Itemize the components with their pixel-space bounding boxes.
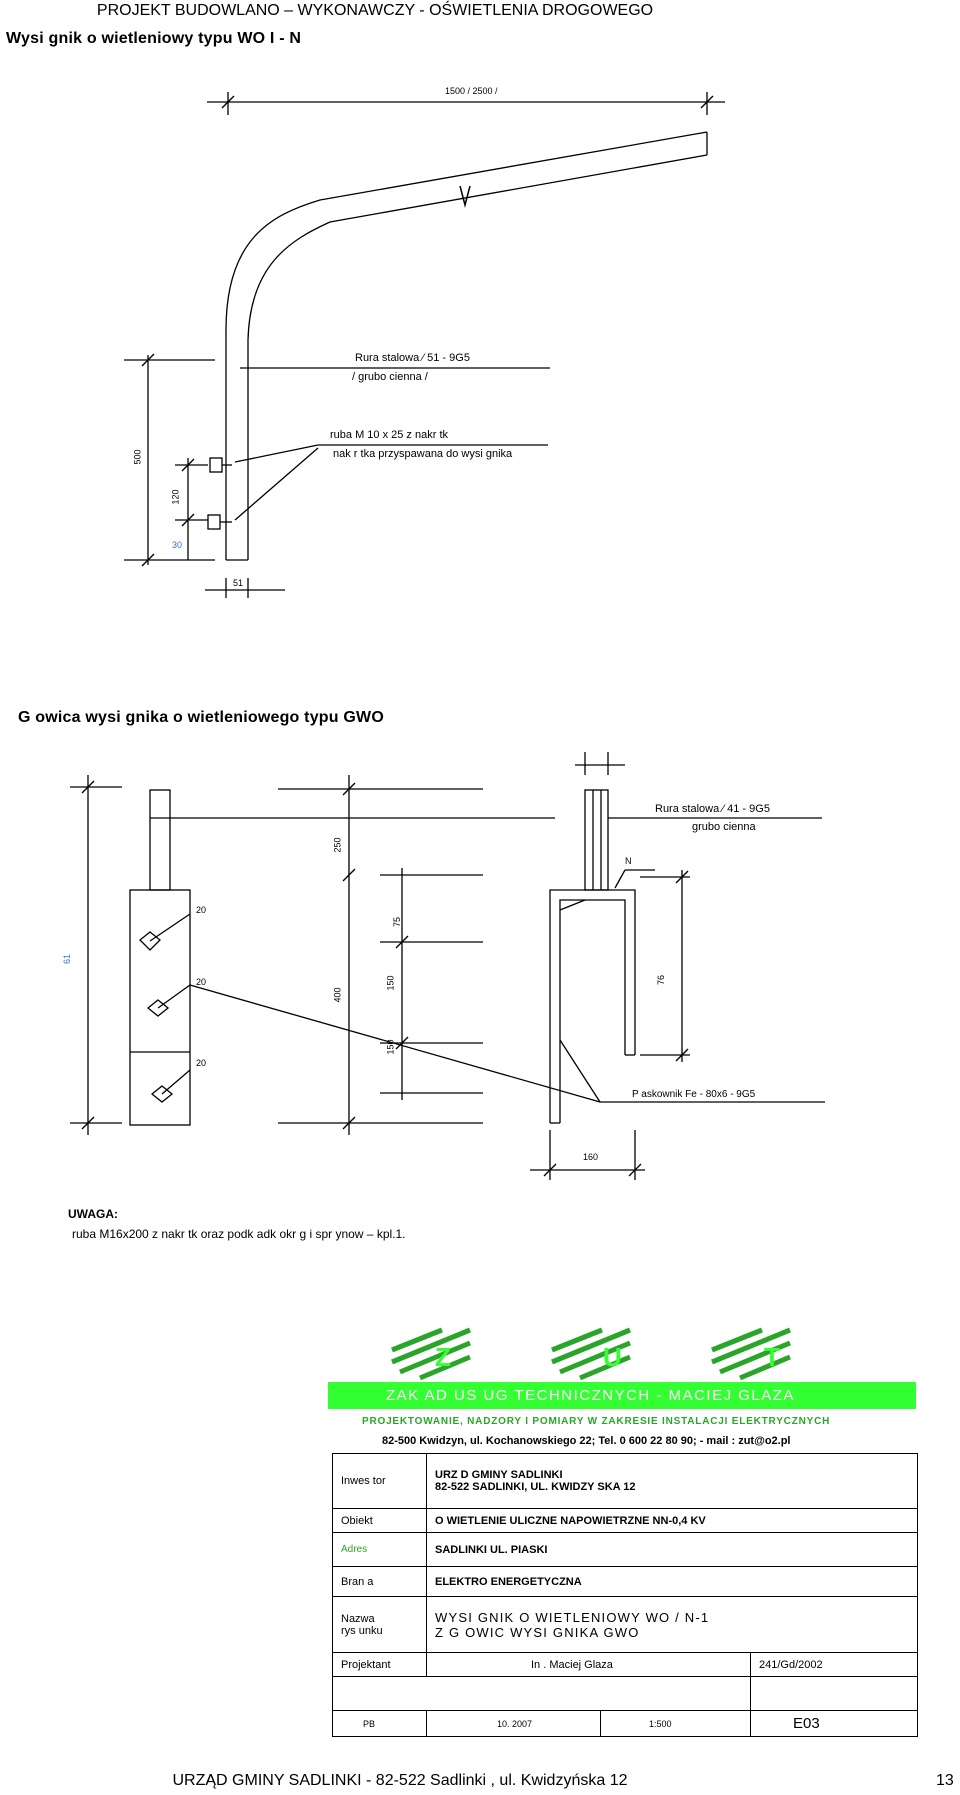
page-footer: URZĄD GMINY SADLINKI - 82-522 Sadlinki ,… bbox=[172, 1772, 628, 1789]
pipe-label: Rura stalowa ⁄ 51 - 9G5 bbox=[355, 352, 470, 364]
head-pipe-sub-label: grubo cienna bbox=[692, 821, 756, 833]
bolt-label: ruba M 10 x 25 z nakr tk bbox=[330, 429, 448, 441]
dim-51: 51 bbox=[233, 578, 244, 588]
row-designer: Projektant In . Maciej Glaza 241/Gd/2002 bbox=[332, 1652, 918, 1677]
dim-weld: N bbox=[625, 856, 632, 866]
dim-top-length: 1500 / 2500 / bbox=[445, 86, 498, 96]
drawing-name-key: Nazwa rys unku bbox=[332, 1596, 427, 1653]
address-value: SADLINKI UL. PIASKI bbox=[426, 1532, 918, 1567]
object-value: O WIETLENIE ULICZNE NAPOWIETRZNE NN-0,4 … bbox=[426, 1508, 918, 1533]
investor-address: 82-522 SADLINKI, UL. KWIDZY SKA 12 bbox=[435, 1481, 636, 1493]
branch-value: ELEKTRO ENERGETYCZNA bbox=[426, 1566, 918, 1597]
logo-letter-z: Z bbox=[435, 1342, 451, 1372]
address-key: Adres bbox=[332, 1532, 427, 1567]
scale-cell: 1:500 bbox=[600, 1710, 751, 1737]
drawing-name-value: WYSI GNIK O WIETLENIOWY WO / N-1 Z G OWI… bbox=[426, 1596, 918, 1653]
dim-20-c: 20 bbox=[196, 1058, 207, 1068]
dim-20-a: 20 bbox=[196, 905, 207, 915]
page-number: 13 bbox=[936, 1772, 954, 1789]
dim-160: 160 bbox=[583, 1152, 599, 1162]
date-cell: 10. 2007 bbox=[426, 1710, 601, 1737]
section-title-head: G owica wysi gnika o wietleniowego typu … bbox=[18, 709, 384, 726]
page-header: PROJEKT BUDOWLANO – WYKONAWCZY - OŚWIETL… bbox=[96, 2, 654, 19]
empty-cell bbox=[750, 1676, 918, 1711]
designer-key: Projektant bbox=[332, 1652, 427, 1677]
drawing-name-key-line1: Nazwa bbox=[341, 1612, 375, 1625]
investor-value: URZ D GMINY SADLINKI 82-522 SADLINKI, UL… bbox=[426, 1453, 918, 1509]
title-block-table: Inwes tor URZ D GMINY SADLINKI 82-522 SA… bbox=[332, 1453, 918, 1737]
row-drawing-name: Nazwa rys unku WYSI GNIK O WIETLENIOWY W… bbox=[332, 1596, 918, 1653]
note-heading: UWAGA: bbox=[68, 1207, 118, 1221]
row-address: Adres SADLINKI UL. PIASKI bbox=[332, 1532, 918, 1567]
logo-letter-t: T bbox=[764, 1342, 780, 1372]
dim-30: 30 bbox=[172, 540, 183, 550]
row-investor: Inwes tor URZ D GMINY SADLINKI 82-522 SA… bbox=[332, 1453, 918, 1509]
drawing-name-line1: WYSI GNIK O WIETLENIOWY WO / N-1 bbox=[435, 1609, 710, 1625]
row-object: Obiekt O WIETLENIE ULICZNE NAPOWIETRZNE … bbox=[332, 1508, 918, 1533]
investor-name: URZ D GMINY SADLINKI bbox=[435, 1469, 563, 1481]
drawing-name-line2: Z G OWIC WYSI GNIKA GWO bbox=[435, 1624, 640, 1640]
branch-key: Bran a bbox=[332, 1566, 427, 1597]
logo-letter-u: U bbox=[603, 1342, 622, 1372]
row-empty bbox=[332, 1676, 918, 1711]
stage-cell: PB bbox=[332, 1710, 427, 1737]
drawing-number: E03 bbox=[750, 1710, 918, 1737]
dim-20-b: 20 bbox=[196, 977, 207, 987]
section-title-bracket: Wysi gnik o wietleniowy typu WO I - N bbox=[6, 30, 302, 47]
row-meta: PB 10. 2007 1:500 E03 bbox=[332, 1710, 918, 1737]
drawing-name-key-line2: rys unku bbox=[341, 1624, 383, 1637]
note-text: ruba M16x200 z nakr tk oraz podk adk okr… bbox=[72, 1227, 406, 1241]
bolt-sub-label: nak r tka przyspawana do wysi gnika bbox=[333, 448, 513, 460]
company-address: 82-500 Kwidzyn, ul. Kochanowskiego 22; T… bbox=[382, 1435, 791, 1447]
object-key: Obiekt bbox=[332, 1508, 427, 1533]
company-name-banner: ZAK AD US UG TECHNICZNYCH - MACIEJ GLAZA bbox=[328, 1382, 916, 1409]
flat-bar-label: P askownik Fe - 80x6 - 9G5 bbox=[632, 1089, 756, 1100]
designer-value: In . Maciej Glaza bbox=[426, 1652, 751, 1677]
pipe-sub-label: / grubo cienna / bbox=[352, 371, 428, 383]
investor-key: Inwes tor bbox=[332, 1453, 427, 1509]
designer-license: 241/Gd/2002 bbox=[750, 1652, 918, 1677]
head-pipe-label: Rura stalowa ⁄ 41 - 9G5 bbox=[655, 803, 770, 815]
company-services: PROJEKTOWANIE, NADZORY I POMIARY W ZAKRE… bbox=[362, 1416, 831, 1427]
row-branch: Bran a ELEKTRO ENERGETYCZNA bbox=[332, 1566, 918, 1597]
